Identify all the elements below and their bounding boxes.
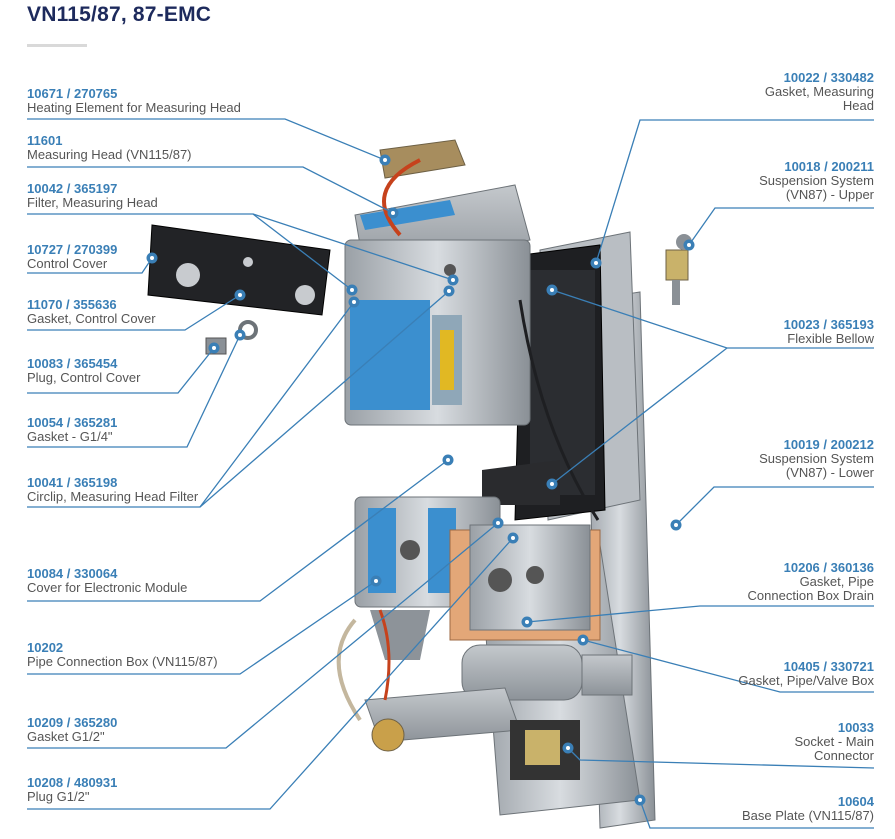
part-name: Pipe Connection Box (VN115/87) xyxy=(27,654,218,669)
control-cover xyxy=(147,224,331,316)
part-code: 10084 / 330064 xyxy=(27,566,118,581)
part-name: Gasket, Measuring xyxy=(764,84,874,99)
part-name: Gasket, Pipe/Valve Box xyxy=(738,673,874,688)
part-code: 10405 / 330721 xyxy=(783,659,874,674)
part-code: 10054 / 365281 xyxy=(27,415,118,430)
part-label-gasket-measuring-head: 10022 / 330482 Gasket, Measuring Head xyxy=(765,71,874,113)
cable-grey xyxy=(336,618,362,722)
part-name: (VN87) - Upper xyxy=(785,187,874,202)
part-label-gasket-pipe-valve: 10405 / 330721 Gasket, Pipe/Valve Box xyxy=(738,660,874,688)
part-label-electronic-module-cover: 10084 / 330064 Cover for Electronic Modu… xyxy=(27,567,187,595)
part-name: Control Cover xyxy=(27,256,108,271)
part-label-control-cover: 10727 / 270399 Control Cover xyxy=(27,243,117,271)
part-code: 10604 xyxy=(837,794,874,809)
part-label-gasket-g14: 10054 / 365281 Gasket - G1/4" xyxy=(27,416,117,444)
back-frame xyxy=(514,231,641,521)
part-label-circlip: 10041 / 365198 Circlip, Measuring Head F… xyxy=(27,476,198,504)
part-name: Suspension System xyxy=(759,173,874,188)
callout-dots xyxy=(146,154,695,806)
part-code: 11070 / 355636 xyxy=(27,297,117,312)
part-name: Connection Box Drain xyxy=(747,588,874,603)
measuring-head xyxy=(344,184,531,426)
part-name: Gasket, Pipe xyxy=(799,574,874,589)
part-name: Circlip, Measuring Head Filter xyxy=(27,489,199,504)
valve-box xyxy=(461,644,633,701)
part-label-flexible-bellow: 10023 / 365193 Flexible Bellow xyxy=(784,318,874,346)
part-code: 10208 / 480931 xyxy=(27,775,118,790)
part-name: Filter, Measuring Head xyxy=(27,195,158,210)
part-label-suspension-upper: 10018 / 200211 Suspension System (VN87) … xyxy=(759,160,874,202)
part-code: 10041 / 365198 xyxy=(27,475,118,490)
leader-lines xyxy=(27,118,875,829)
part-name: Gasket - G1/4" xyxy=(27,429,113,444)
part-name: Cover for Electronic Module xyxy=(27,580,188,595)
part-label-pipe-connection-box: 10202 Pipe Connection Box (VN115/87) xyxy=(27,641,218,669)
part-label-plug-control-cover: 10083 / 365454 Plug, Control Cover xyxy=(27,357,140,385)
part-name: Measuring Head (VN115/87) xyxy=(27,147,192,162)
part-name: Heating Element for Measuring Head xyxy=(27,100,241,115)
part-label-main-connector: 10033 Socket - Main Connector xyxy=(795,721,874,763)
part-label-heating-element: 10671 / 270765 Heating Element for Measu… xyxy=(27,87,241,115)
part-code: 10671 / 270765 xyxy=(27,86,118,101)
part-name: Gasket, Control Cover xyxy=(27,311,156,326)
part-name: Head xyxy=(842,98,874,113)
part-name: Connector xyxy=(814,748,874,763)
part-code: 10019 / 200212 xyxy=(783,437,874,452)
part-name: Base Plate (VN115/87) xyxy=(742,808,874,823)
heating-element xyxy=(379,139,466,237)
part-label-gasket-g12: 10209 / 365280 Gasket G1/2" xyxy=(27,716,117,744)
pipe-connection-box xyxy=(449,524,601,641)
part-name: Flexible Bellow xyxy=(787,331,874,346)
part-code: 11601 xyxy=(27,133,63,148)
part-name: Gasket G1/2" xyxy=(27,729,105,744)
flexible-bellow xyxy=(482,460,560,505)
part-code: 10018 / 200211 xyxy=(784,159,874,174)
part-label-measuring-head: 11601 Measuring Head (VN115/87) xyxy=(27,134,192,162)
part-label-base-plate: 10604 Base Plate (VN115/87) xyxy=(742,795,874,823)
page-title: VN115/87, 87-EMC xyxy=(27,3,212,26)
part-name: Plug, Control Cover xyxy=(27,370,141,385)
part-code: 10209 / 365280 xyxy=(27,715,118,730)
cable-black xyxy=(518,299,600,521)
part-label-suspension-lower: 10019 / 200212 Suspension System (VN87) … xyxy=(759,438,874,480)
part-name: Suspension System xyxy=(759,451,874,466)
part-label-gasket-control-cover: 11070 / 355636 Gasket, Control Cover xyxy=(27,298,156,326)
part-code: 10022 / 330482 xyxy=(783,70,874,85)
part-label-gasket-drain: 10206 / 360136 Gasket, Pipe Connection B… xyxy=(748,561,874,603)
part-name: Socket - Main xyxy=(794,734,874,749)
title-underline xyxy=(27,44,87,47)
part-label-filter: 10042 / 365197 Filter, Measuring Head xyxy=(27,182,158,210)
part-code: 10206 / 360136 xyxy=(783,560,874,575)
part-code: 10083 / 365454 xyxy=(27,356,118,371)
main-connector xyxy=(364,687,580,780)
part-code: 10202 xyxy=(27,640,64,655)
part-code: 10727 / 270399 xyxy=(27,242,118,257)
part-code: 10042 / 365197 xyxy=(27,181,118,196)
part-label-plug-g12: 10208 / 480931 Plug G1/2" xyxy=(27,776,117,804)
part-name: (VN87) - Lower xyxy=(785,465,874,480)
part-name: Plug G1/2" xyxy=(27,789,90,804)
part-code: 10023 / 365193 xyxy=(783,317,874,332)
suspension-spring-upper xyxy=(665,234,692,305)
part-code: 10033 xyxy=(837,720,874,735)
